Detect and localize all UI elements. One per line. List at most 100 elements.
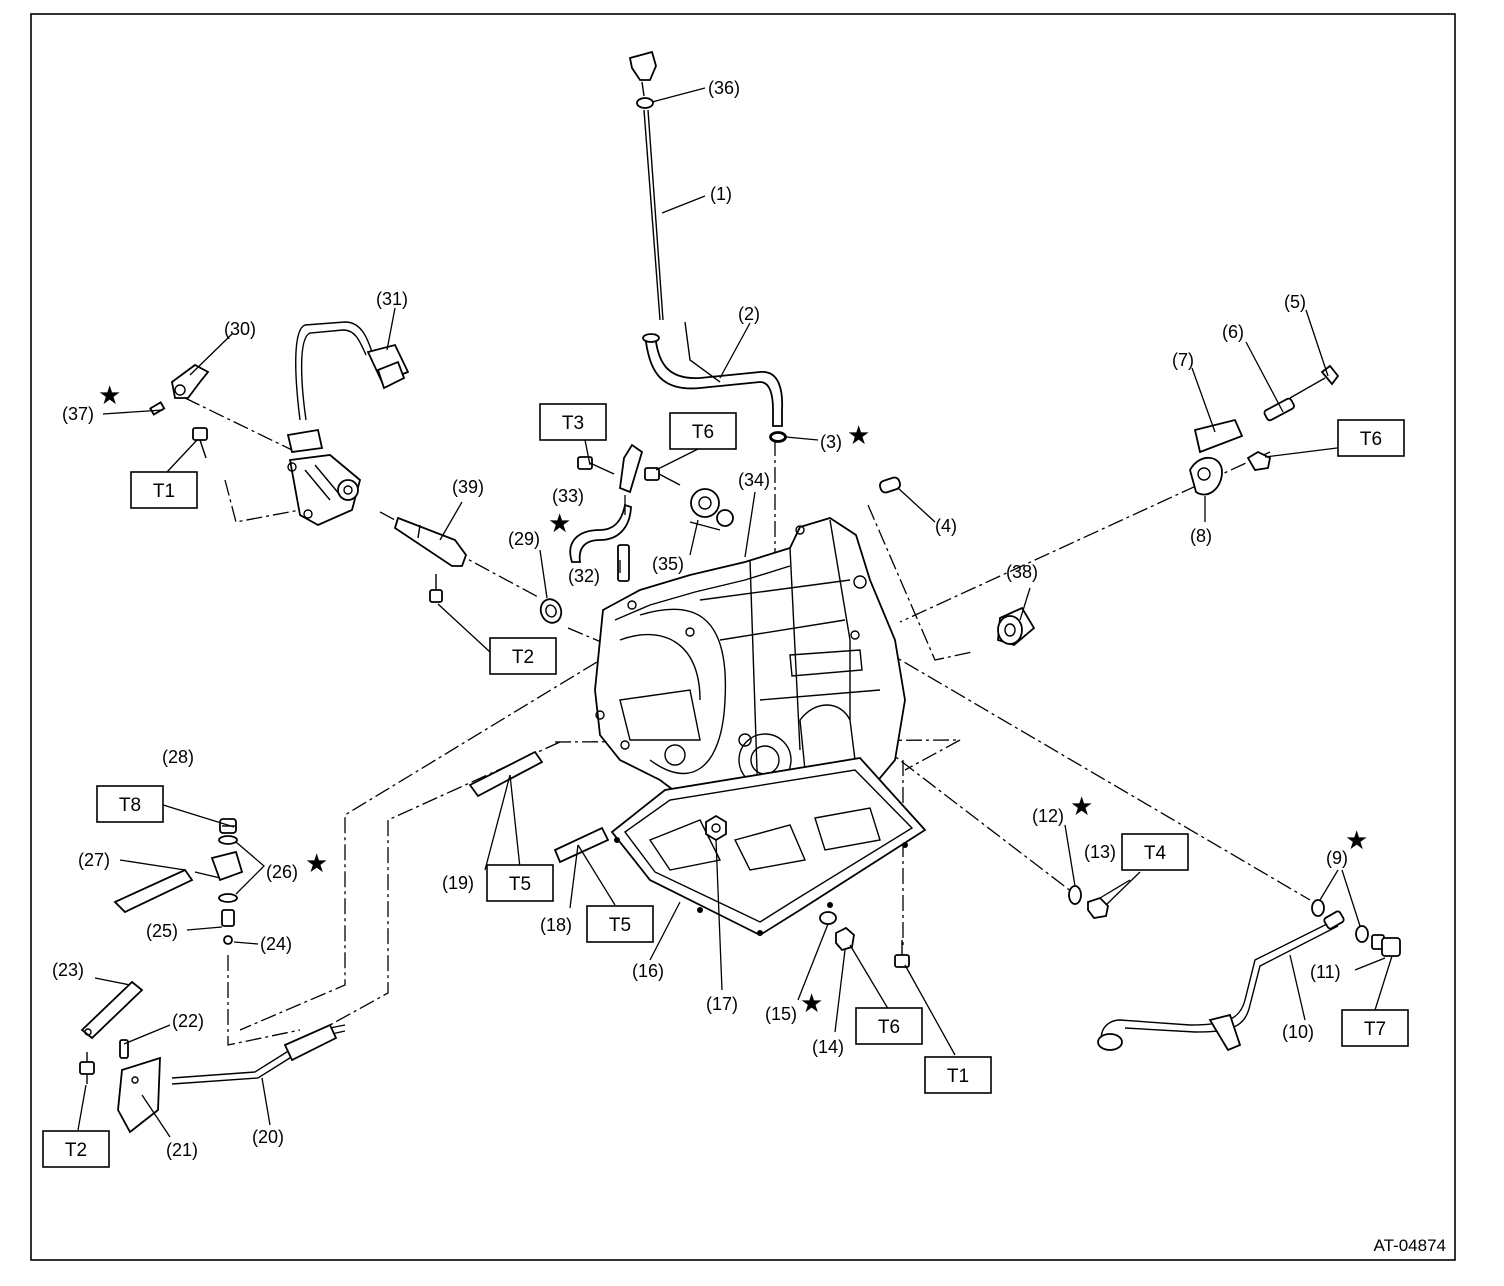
svg-text:T6: T6 (878, 1017, 900, 1038)
label-part-13: (13) (1084, 842, 1116, 862)
label-part-8: (8) (1190, 526, 1212, 546)
svg-text:T1: T1 (947, 1066, 969, 1087)
inhibitor-switch (286, 321, 410, 527)
star-icon: ★ (1345, 825, 1368, 855)
pin-32 (617, 544, 630, 582)
drain-plug (705, 814, 727, 842)
star-icon: ★ (548, 508, 571, 538)
pipe-27 (113, 850, 244, 914)
svg-text:T5: T5 (509, 874, 531, 895)
oil-level-gauge (628, 50, 664, 321)
torque-box-t7: T7 (1341, 1009, 1409, 1047)
oil-cooler-pipe-bracket (1189, 364, 1340, 496)
label-part-38: (38) (1006, 562, 1038, 582)
svg-text:T7: T7 (1364, 1019, 1386, 1040)
star-icon: ★ (800, 988, 823, 1018)
torque-labels: T1 T3 T6 T6 T2 T8 T5 T5 (42, 403, 1409, 1168)
label-part-16: (16) (632, 961, 664, 981)
torque-box-t1-bottom: T1 (924, 1056, 992, 1094)
label-part-11: (11) (1310, 962, 1341, 982)
torque-box-t3: T3 (539, 403, 607, 441)
torque-box-t2-upper: T2 (489, 637, 557, 675)
gasket-15 (819, 911, 837, 925)
torque-box-t5-b: T5 (586, 905, 654, 943)
bolt-t6-center (644, 467, 681, 486)
star-icon: ★ (98, 380, 121, 410)
plate-21 (117, 1056, 161, 1134)
union-bolt (219, 818, 237, 834)
speed-sensor (689, 488, 734, 531)
label-part-15: (15) (765, 1004, 797, 1024)
star-icon: ★ (847, 420, 870, 450)
label-part-23: (23) (52, 960, 84, 980)
label-part-2: (2) (738, 304, 760, 324)
manual-shaft (393, 516, 468, 567)
label-part-7: (7) (1172, 350, 1194, 370)
gasket-26-upper (218, 835, 238, 845)
label-part-4: (4) (935, 516, 957, 536)
torque-box-t4: T4 (1121, 833, 1189, 871)
torque-box-t5-a: T5 (486, 864, 554, 902)
filter-25 (221, 909, 235, 927)
o-ring-12 (1068, 885, 1082, 905)
pipe-10 (1097, 910, 1345, 1052)
pin-22 (119, 1039, 129, 1059)
label-part-5: (5) (1284, 292, 1306, 312)
gasket-26-lower (218, 893, 238, 903)
label-part-9: (9) (1326, 848, 1348, 868)
torque-box-t6-center: T6 (669, 412, 737, 450)
label-part-10: (10) (1282, 1022, 1314, 1042)
svg-text:T6: T6 (1360, 429, 1382, 450)
reference-code: AT-04874 (1374, 1236, 1446, 1255)
torque-box-t8: T8 (96, 785, 164, 823)
replace-part-stars: ★ ★ ★ ★ ★ ★ ★ (98, 380, 1368, 1018)
label-part-14: (14) (812, 1037, 844, 1057)
label-part-17: (17) (706, 994, 738, 1014)
bolt-t2-lower (79, 1052, 95, 1084)
svg-text:T1: T1 (153, 481, 175, 502)
svg-text:T4: T4 (1144, 843, 1167, 864)
bracket-23 (80, 980, 144, 1040)
o-ring-9-right (1355, 925, 1369, 943)
svg-text:T6: T6 (692, 422, 714, 443)
plug-11 (1371, 934, 1401, 957)
bolt-t1-left (192, 427, 208, 459)
diagram-frame (30, 13, 1456, 1261)
bolt-t2-upper (429, 574, 443, 603)
manual-lever (171, 363, 210, 399)
o-ring-9-left (1311, 899, 1325, 917)
connector-13 (1087, 896, 1109, 919)
bolt-t1-bottom (894, 940, 910, 968)
spring-pin-37 (149, 401, 166, 416)
label-part-19: (19) (442, 873, 474, 893)
label-part-28: (28) (162, 747, 194, 767)
label-part-27: (27) (78, 850, 110, 870)
cable-20 (171, 1023, 346, 1085)
label-part-21: (21) (166, 1140, 198, 1160)
torque-box-t1-left: T1 (130, 471, 198, 509)
plug-14 (835, 926, 855, 952)
svg-text:T5: T5 (609, 915, 631, 936)
part-labels: (36) (1) (2) (3) (4) (5) (6) (7) (8) (9)… (52, 78, 1348, 1160)
leader-lines (77, 87, 1393, 1138)
star-icon: ★ (1070, 791, 1093, 821)
label-part-26: (26) (266, 862, 298, 882)
label-part-6: (6) (1222, 322, 1244, 342)
stud-19 (468, 750, 544, 798)
label-part-30: (30) (224, 319, 256, 339)
bracket-t3 (577, 443, 644, 494)
label-part-36: (36) (708, 78, 740, 98)
label-part-33: (33) (552, 486, 584, 506)
torque-box-t2-lower: T2 (42, 1130, 110, 1168)
label-part-34: (34) (738, 470, 770, 490)
svg-text:T3: T3 (562, 413, 584, 434)
label-part-35: (35) (652, 554, 684, 574)
label-part-1: (1) (710, 184, 732, 204)
torque-box-t6-right: T6 (1337, 419, 1405, 457)
label-part-3: (3) (820, 432, 842, 452)
label-part-29: (29) (508, 529, 540, 549)
label-part-39: (39) (452, 477, 484, 497)
stud-18 (553, 826, 610, 864)
star-icon: ★ (305, 848, 328, 878)
